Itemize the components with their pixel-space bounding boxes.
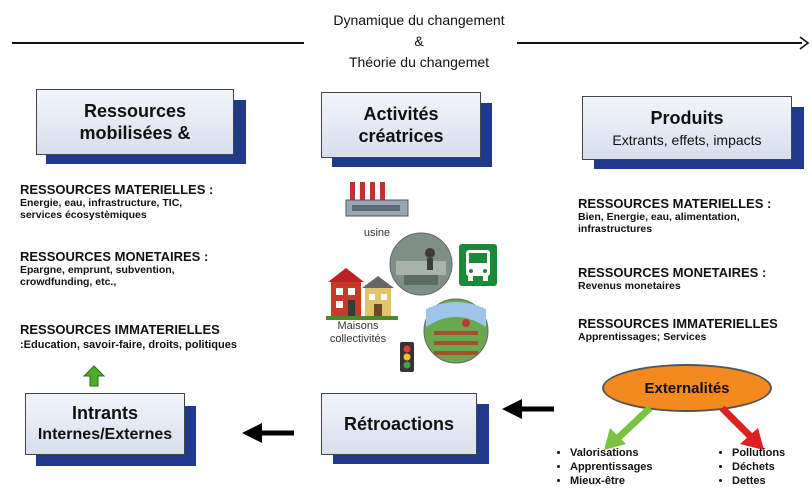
- left-section-text: :Education, savoir-faire, droits, politi…: [20, 339, 237, 351]
- activites-title-1: Activités: [363, 104, 439, 124]
- negative-arrow-icon: [719, 405, 764, 450]
- positive-arrow-icon: [604, 405, 653, 450]
- activites-title-2: créatrices: [358, 126, 444, 146]
- bus-icon: [459, 244, 497, 286]
- produits-subtitle: Extrants, effets, impacts: [612, 132, 762, 148]
- left-arrow-icon: [242, 423, 294, 443]
- left-section-text: services écosystèmiques: [20, 209, 147, 221]
- timeline-right: [517, 42, 802, 44]
- positive-externalites-list: Valorisations Apprentissages Mieux-être: [552, 446, 653, 488]
- header-line-2: &: [414, 33, 424, 49]
- left-section-text: Epargne, emprunt, subvention,: [20, 264, 175, 276]
- list-item: Déchets: [732, 460, 785, 474]
- intrants-box: Intrants Internes/Externes: [25, 393, 185, 455]
- up-arrow-icon: [82, 365, 106, 387]
- garden-photo-icon: [423, 298, 489, 364]
- left-section-title: RESSOURCES MATERIELLES :: [20, 182, 214, 197]
- left-section-text: Energie, eau, infrastructure, TIC,: [20, 197, 183, 209]
- produits-title: Produits: [650, 108, 724, 128]
- right-section-title: RESSOURCES MONETAIRES :: [578, 265, 767, 280]
- externalites-label: Externalités: [644, 379, 730, 397]
- timeline-arrow-icon: [799, 36, 810, 50]
- houses-label-line-1: Maisons: [337, 320, 379, 332]
- header-line-3: Théorie du changemet: [348, 54, 490, 70]
- right-section-text: Revenus monetaires: [578, 280, 681, 292]
- houses-label: Maisons collectivités: [318, 320, 398, 346]
- ressources-title-2: mobilisées &: [79, 123, 191, 143]
- list-item: Apprentissages: [570, 460, 653, 474]
- ressources-title-1: Ressources: [83, 101, 187, 121]
- produits-box: Produits Extrants, effets, impacts: [582, 96, 792, 160]
- factory-label: usine: [363, 227, 391, 239]
- left-section-title: RESSOURCES IMMATERIELLES: [20, 322, 220, 337]
- traffic-light-icon: [400, 342, 414, 372]
- right-section-title: RESSOURCES IMMATERIELLES: [578, 316, 778, 331]
- externalites-ellipse: Externalités: [602, 364, 772, 412]
- left-section-monetaires: RESSOURCES MONETAIRES : Epargne, emprunt…: [20, 249, 208, 288]
- list-item: Valorisations: [570, 446, 653, 460]
- activites-box: Activités créatrices: [321, 92, 481, 158]
- left-section-materielles: RESSOURCES MATERIELLES : Energie, eau, i…: [20, 182, 213, 221]
- intrants-subtitle: Internes/Externes: [37, 426, 173, 443]
- negative-externalites-list: Pollutions Déchets Dettes: [714, 446, 785, 488]
- left-section-title: RESSOURCES MONETAIRES :: [20, 249, 209, 264]
- right-section-text: Bien, Energie, eau, alimentation,: [578, 211, 740, 223]
- right-section-materielles: RESSOURCES MATERIELLES : Bien, Energie, …: [578, 196, 771, 235]
- factory-icon: [345, 182, 409, 217]
- ressources-box: Ressources mobilisées &: [36, 89, 234, 155]
- left-section-text: crowdfunding, etc.,: [20, 276, 117, 288]
- left-arrow-icon: [502, 399, 554, 419]
- construction-photo-icon: [389, 232, 453, 296]
- houses-label-line-2: collectivités: [329, 333, 387, 345]
- right-section-text: infrastructures: [578, 223, 653, 235]
- houses-icon: [326, 268, 398, 320]
- right-section-text: Apprentissages; Services: [578, 331, 707, 343]
- right-section-monetaires: RESSOURCES MONETAIRES : Revenus monetair…: [578, 265, 766, 292]
- list-item: Mieux-être: [570, 474, 653, 488]
- right-section-immaterielles: RESSOURCES IMMATERIELLES Apprentissages;…: [578, 316, 778, 343]
- retroactions-box: Rétroactions: [321, 393, 477, 455]
- timeline-left: [12, 42, 304, 44]
- diagram-header: Dynamique du changement & Théorie du cha…: [300, 10, 538, 73]
- list-item: Pollutions: [732, 446, 785, 460]
- intrants-title: Intrants: [71, 403, 138, 423]
- right-section-title: RESSOURCES MATERIELLES :: [578, 196, 772, 211]
- list-item: Dettes: [732, 474, 785, 488]
- left-section-immaterielles: RESSOURCES IMMATERIELLES :Education, sav…: [20, 322, 237, 351]
- header-line-1: Dynamique du changement: [333, 12, 505, 28]
- retroactions-title: Rétroactions: [343, 414, 455, 434]
